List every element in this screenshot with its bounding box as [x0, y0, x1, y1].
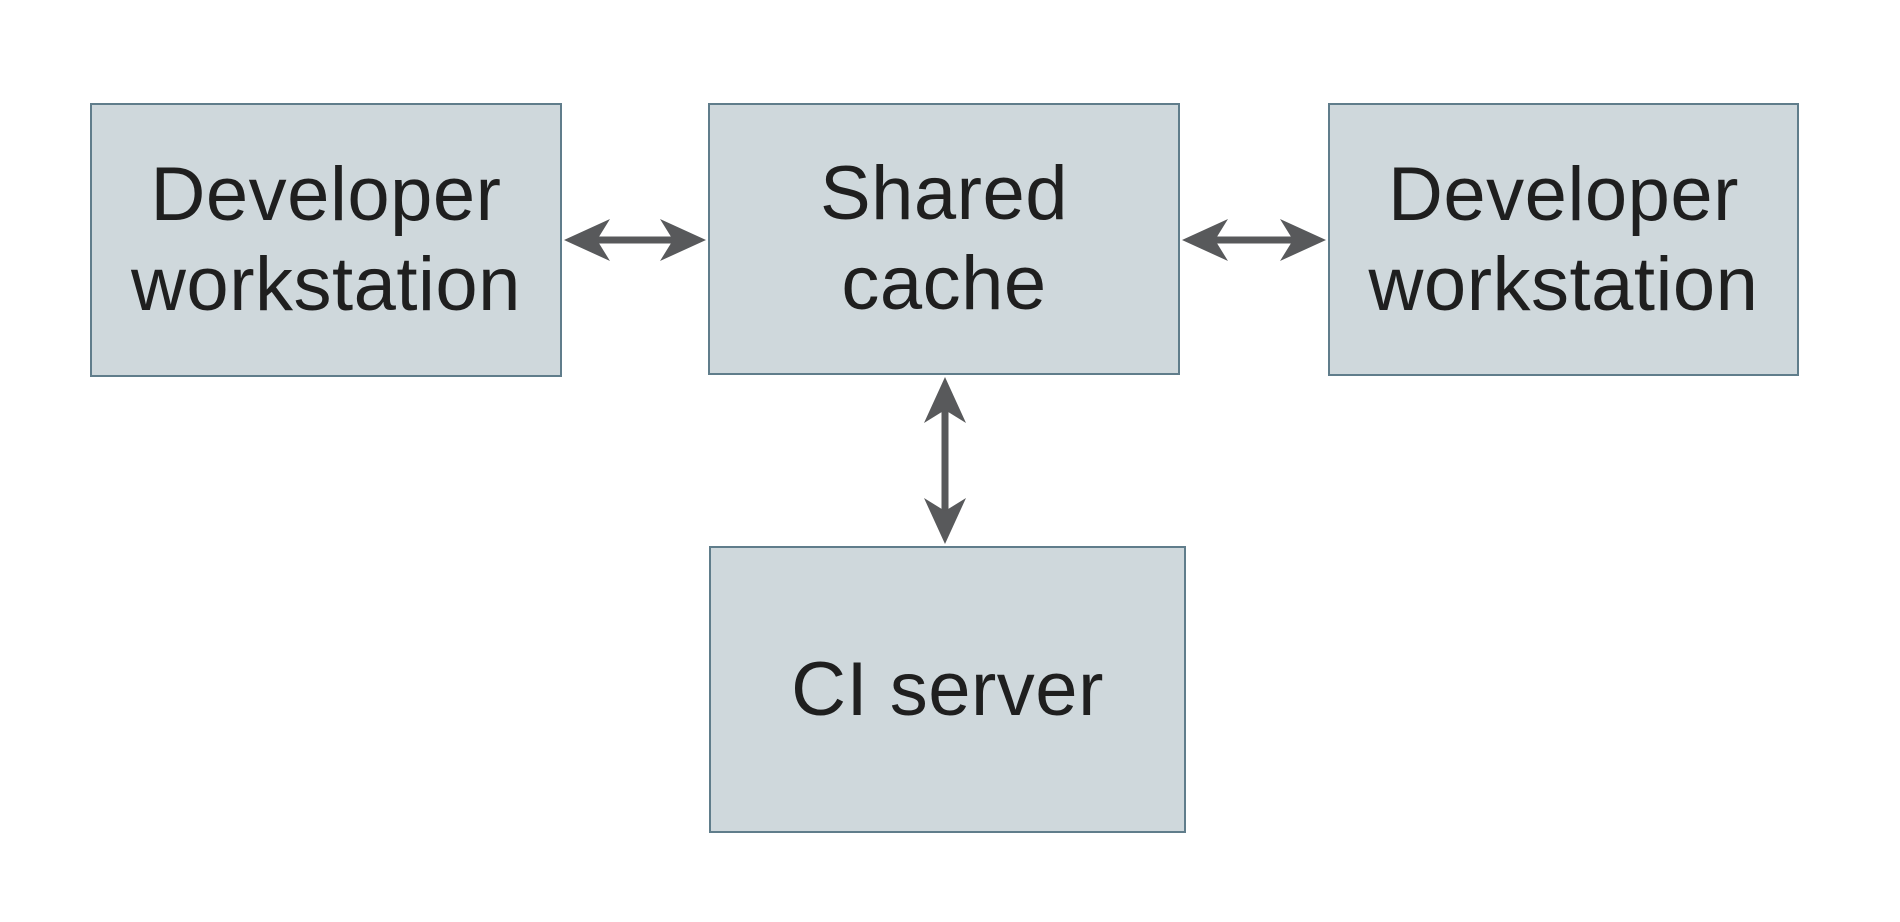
node-shared-cache: Shared cache: [708, 103, 1180, 375]
node-label: Developer workstation: [1368, 151, 1759, 327]
edge-workstation-left-shared-cache: [564, 219, 706, 261]
node-developer-workstation-right: Developer workstation: [1328, 103, 1799, 376]
node-label: Shared cache: [819, 151, 1069, 326]
arrowhead-right-icon: [660, 219, 706, 261]
arrowhead-up-icon: [924, 377, 966, 423]
arrowhead-left-icon: [564, 219, 610, 261]
arrowhead-left-icon: [1182, 219, 1228, 261]
node-developer-workstation-left: Developer workstation: [90, 103, 562, 377]
node-label: CI server: [791, 646, 1104, 732]
arrowhead-down-icon: [924, 498, 966, 544]
node-ci-server: CI server: [709, 546, 1186, 833]
edge-shared-cache-ci-server: [924, 377, 966, 544]
edge-shared-cache-workstation-right: [1182, 219, 1326, 261]
arrowhead-right-icon: [1280, 219, 1326, 261]
node-label: Developer workstation: [131, 152, 521, 327]
